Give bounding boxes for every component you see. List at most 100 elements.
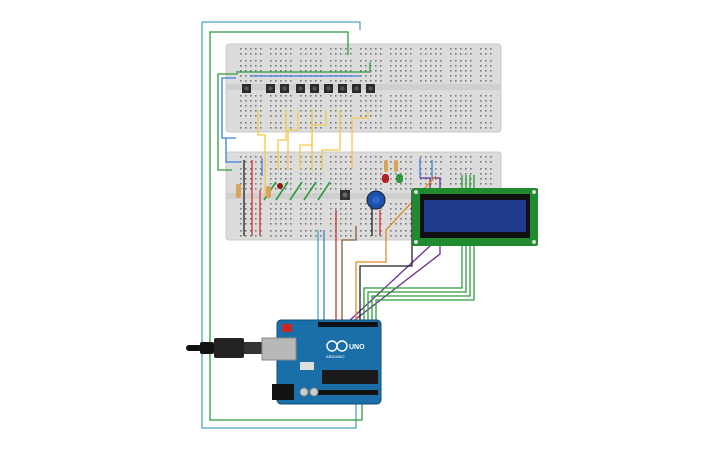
breadboard-hole[interactable]: [340, 213, 342, 215]
breadboard-hole[interactable]: [335, 53, 337, 55]
breadboard-hole[interactable]: [315, 230, 317, 232]
breadboard-hole[interactable]: [375, 173, 377, 175]
breadboard-hole[interactable]: [400, 70, 402, 72]
breadboard-hole[interactable]: [460, 65, 462, 67]
breadboard-hole[interactable]: [435, 48, 437, 50]
breadboard-hole[interactable]: [330, 188, 332, 190]
breadboard-hole[interactable]: [425, 60, 427, 62]
breadboard-hole[interactable]: [290, 127, 292, 129]
breadboard-hole[interactable]: [390, 213, 392, 215]
breadboard-hole[interactable]: [435, 168, 437, 170]
breadboard-hole[interactable]: [300, 60, 302, 62]
breadboard-hole[interactable]: [400, 161, 402, 163]
breadboard-hole[interactable]: [435, 110, 437, 112]
breadboard-hole[interactable]: [465, 70, 467, 72]
breadboard-hole[interactable]: [290, 70, 292, 72]
breadboard-hole[interactable]: [245, 183, 247, 185]
breadboard-hole[interactable]: [240, 95, 242, 97]
breadboard-hole[interactable]: [285, 53, 287, 55]
breadboard-hole[interactable]: [455, 95, 457, 97]
breadboard-hole[interactable]: [480, 105, 482, 107]
breadboard-hole[interactable]: [255, 156, 257, 158]
breadboard-hole[interactable]: [480, 53, 482, 55]
breadboard-hole[interactable]: [345, 230, 347, 232]
breadboard-hole[interactable]: [465, 127, 467, 129]
breadboard-hole[interactable]: [380, 183, 382, 185]
breadboard-hole[interactable]: [285, 208, 287, 210]
breadboard-hole[interactable]: [490, 53, 492, 55]
breadboard-hole[interactable]: [335, 178, 337, 180]
breadboard-hole[interactable]: [275, 156, 277, 158]
breadboard-hole[interactable]: [350, 156, 352, 158]
breadboard-hole[interactable]: [275, 53, 277, 55]
breadboard-hole[interactable]: [375, 156, 377, 158]
breadboard-hole[interactable]: [315, 203, 317, 205]
wire-lcd-d5[interactable]: [367, 246, 467, 322]
breadboard-hole[interactable]: [490, 80, 492, 82]
breadboard-hole[interactable]: [335, 156, 337, 158]
breadboard-hole[interactable]: [240, 161, 242, 163]
breadboard-hole[interactable]: [290, 156, 292, 158]
breadboard-hole[interactable]: [345, 203, 347, 205]
breadboard-hole[interactable]: [240, 173, 242, 175]
breadboard-hole[interactable]: [255, 95, 257, 97]
breadboard-hole[interactable]: [345, 218, 347, 220]
breadboard-hole[interactable]: [350, 65, 352, 67]
breadboard-hole[interactable]: [370, 223, 372, 225]
breadboard-hole[interactable]: [390, 203, 392, 205]
breadboard-hole[interactable]: [245, 223, 247, 225]
breadboard-hole[interactable]: [405, 178, 407, 180]
breadboard-hole[interactable]: [420, 115, 422, 117]
breadboard-hole[interactable]: [330, 218, 332, 220]
breadboard-hole[interactable]: [465, 115, 467, 117]
breadboard-hole[interactable]: [440, 178, 442, 180]
breadboard-hole[interactable]: [305, 115, 307, 117]
breadboard-hole[interactable]: [410, 48, 412, 50]
breadboard-hole[interactable]: [455, 53, 457, 55]
breadboard-hole[interactable]: [365, 156, 367, 158]
breadboard-hole[interactable]: [365, 208, 367, 210]
breadboard-hole[interactable]: [400, 203, 402, 205]
breadboard-hole[interactable]: [270, 235, 272, 237]
breadboard-hole[interactable]: [300, 122, 302, 124]
breadboard-hole[interactable]: [405, 156, 407, 158]
breadboard-hole[interactable]: [345, 65, 347, 67]
breadboard-hole[interactable]: [305, 122, 307, 124]
breadboard-hole[interactable]: [380, 75, 382, 77]
breadboard-hole[interactable]: [470, 122, 472, 124]
breadboard-hole[interactable]: [280, 230, 282, 232]
breadboard-hole[interactable]: [395, 95, 397, 97]
breadboard-hole[interactable]: [320, 127, 322, 129]
breadboard-hole[interactable]: [335, 188, 337, 190]
breadboard-hole[interactable]: [345, 223, 347, 225]
breadboard-hole[interactable]: [390, 80, 392, 82]
breadboard-hole[interactable]: [310, 230, 312, 232]
breadboard-hole[interactable]: [300, 115, 302, 117]
breadboard-hole[interactable]: [280, 208, 282, 210]
breadboard-hole[interactable]: [390, 156, 392, 158]
breadboard-hole[interactable]: [370, 75, 372, 77]
breadboard-hole[interactable]: [390, 178, 392, 180]
breadboard-hole[interactable]: [370, 127, 372, 129]
breadboard-hole[interactable]: [405, 218, 407, 220]
breadboard-hole[interactable]: [390, 218, 392, 220]
breadboard-hole[interactable]: [390, 53, 392, 55]
breadboard-hole[interactable]: [380, 110, 382, 112]
breadboard-hole[interactable]: [255, 223, 257, 225]
breadboard-hole[interactable]: [465, 65, 467, 67]
breadboard-hole[interactable]: [470, 53, 472, 55]
breadboard-hole[interactable]: [320, 203, 322, 205]
breadboard-hole[interactable]: [255, 188, 257, 190]
breadboard-hole[interactable]: [365, 48, 367, 50]
breadboard-hole[interactable]: [300, 100, 302, 102]
breadboard-hole[interactable]: [270, 173, 272, 175]
breadboard-hole[interactable]: [420, 156, 422, 158]
breadboard-hole[interactable]: [345, 48, 347, 50]
breadboard-hole[interactable]: [455, 100, 457, 102]
breadboard-hole[interactable]: [430, 122, 432, 124]
breadboard-hole[interactable]: [310, 70, 312, 72]
breadboard-hole[interactable]: [400, 60, 402, 62]
breadboard-hole[interactable]: [370, 48, 372, 50]
breadboard-hole[interactable]: [435, 65, 437, 67]
breadboard-hole[interactable]: [250, 65, 252, 67]
